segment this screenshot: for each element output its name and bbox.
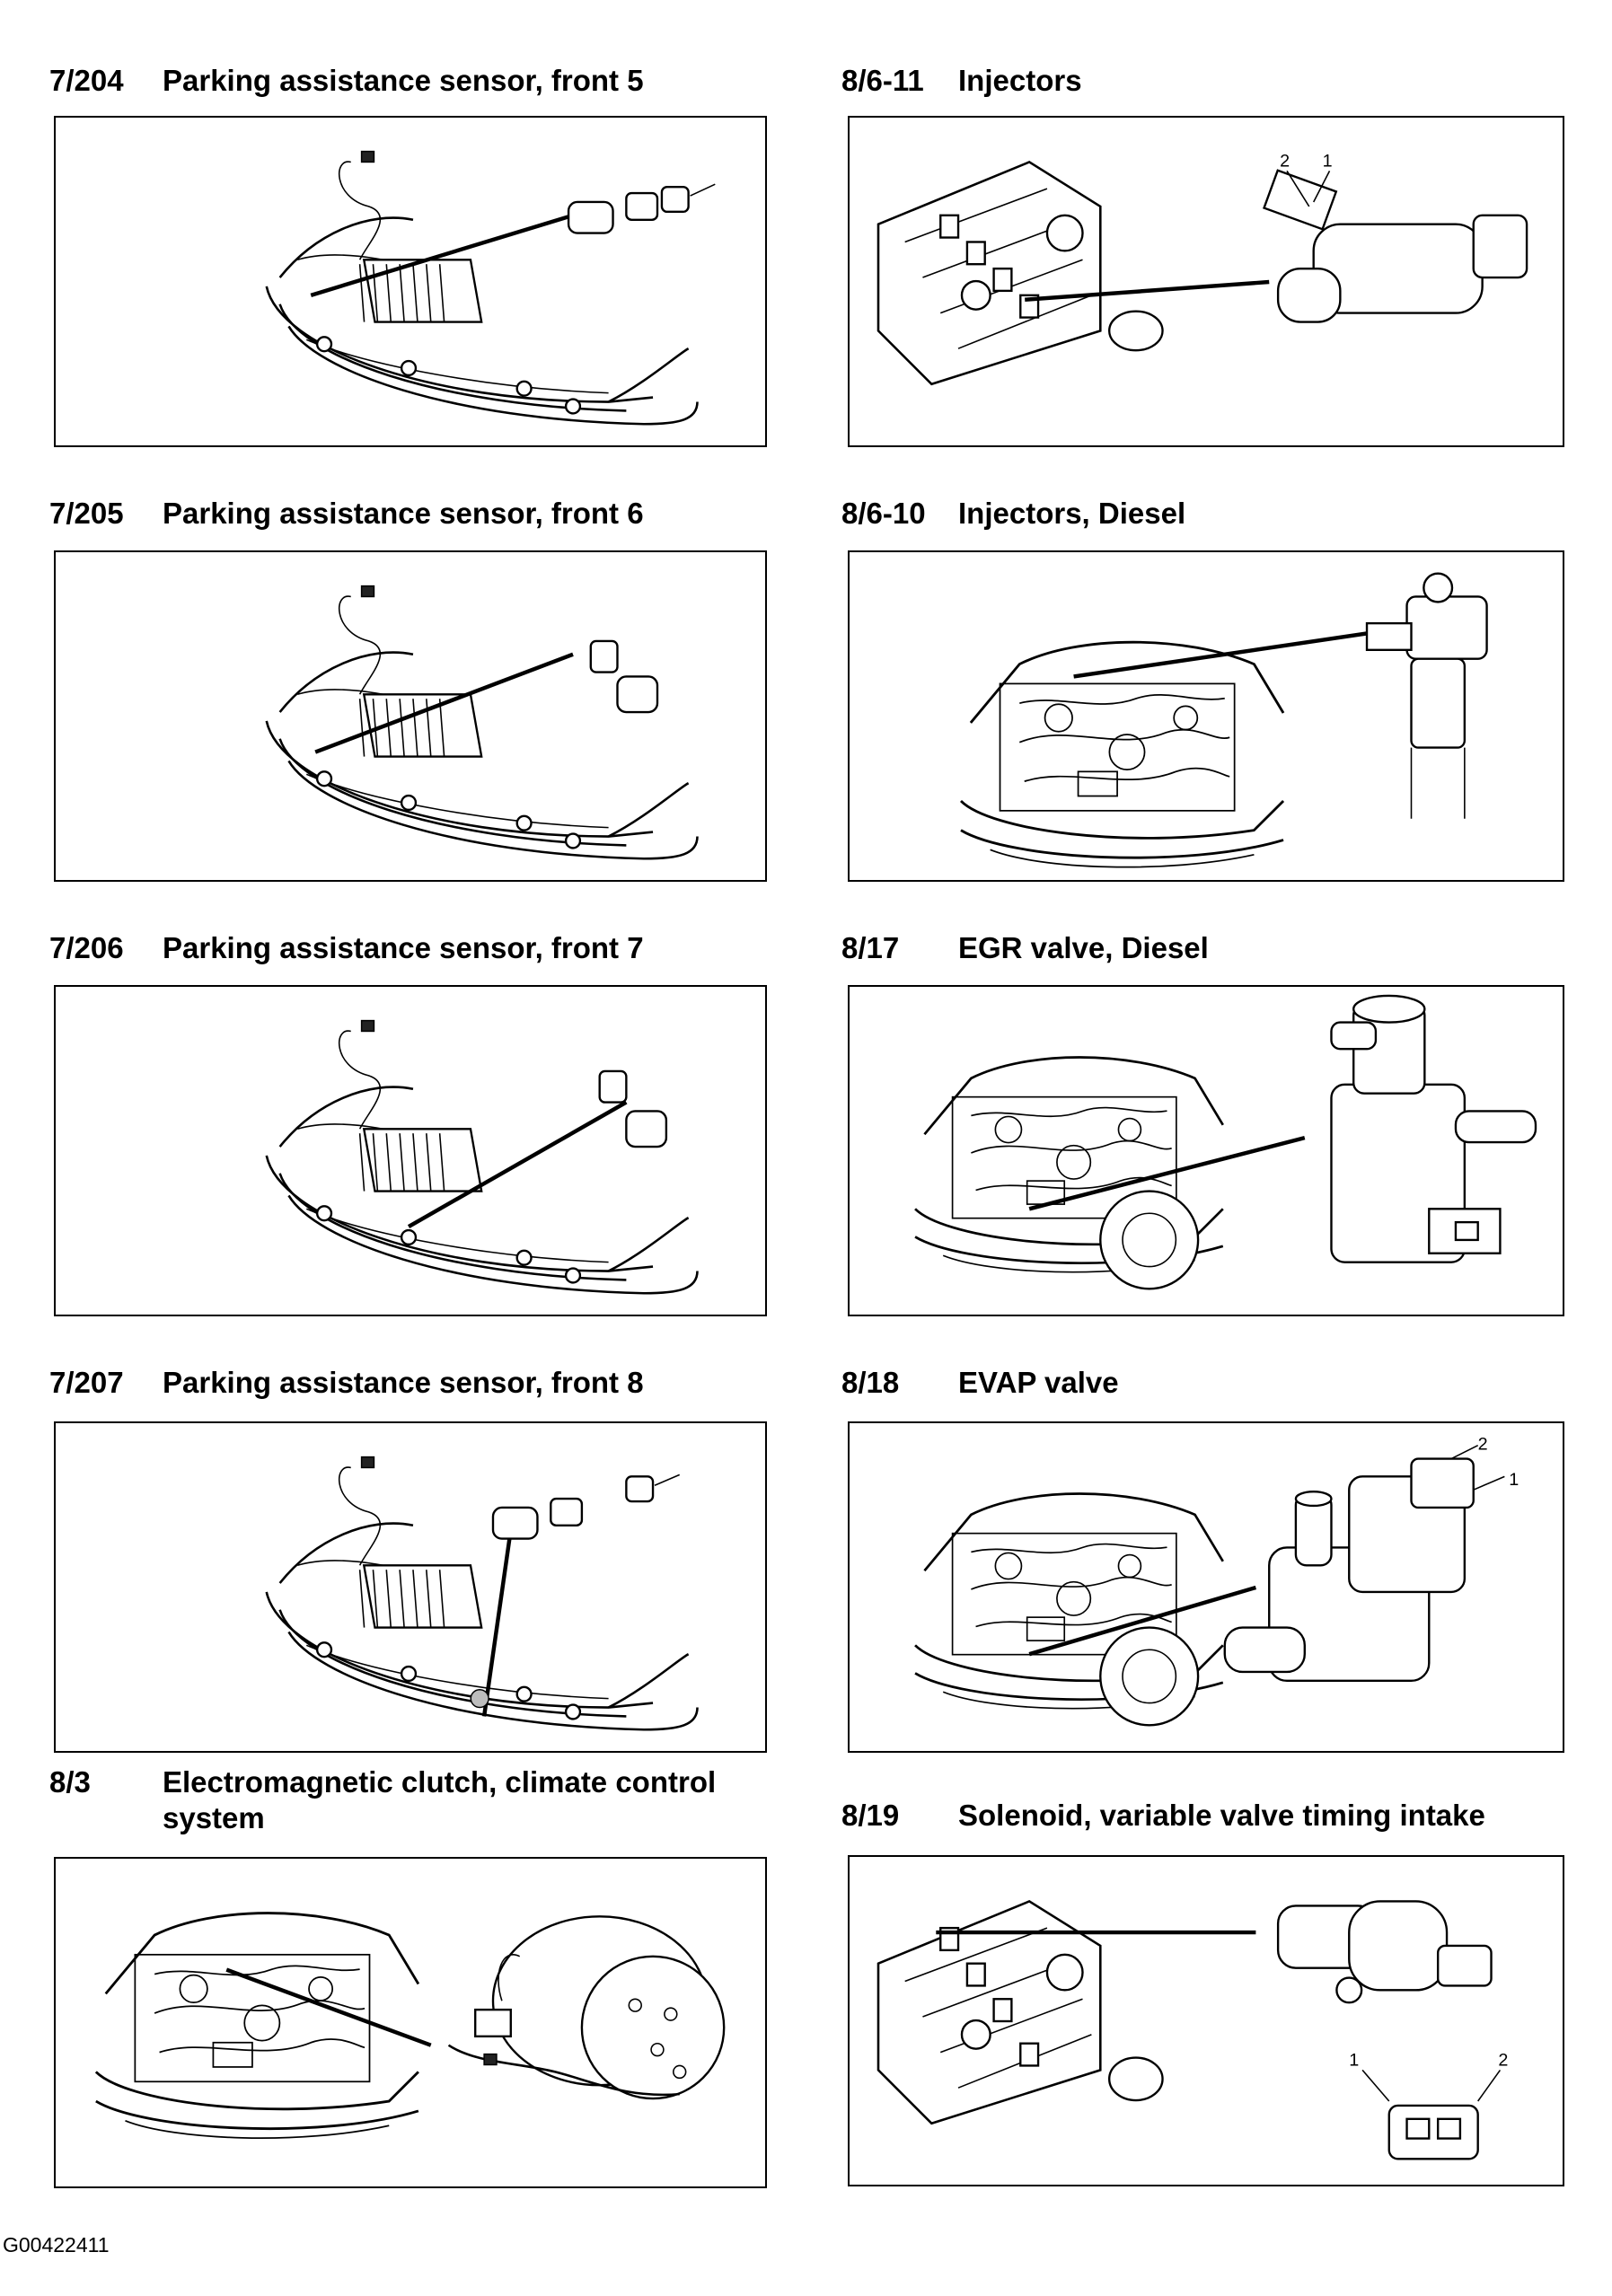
- diesel-injectors-illustration: [959, 572, 1488, 869]
- evap-valve-illustration: 2 1: [913, 1435, 1519, 1727]
- entry-code: 8/19: [841, 1799, 900, 1832]
- injectors-illustration: 2 1: [876, 151, 1528, 386]
- illustration-panel-8-17: [848, 985, 1564, 1316]
- illustration-panel-8-19: 1 2: [848, 1855, 1564, 2186]
- entry-title: Injectors: [958, 64, 1082, 97]
- entry-code: 7/205: [49, 497, 124, 530]
- illustration-panel-8-6-11: 2 1: [848, 116, 1564, 447]
- illustration-panel-8-18: 2 1: [848, 1421, 1564, 1753]
- entry-code: 8/3: [49, 1765, 91, 1799]
- evap-pin-1: 1: [1509, 1470, 1519, 1490]
- entry-title: EVAP valve: [958, 1366, 1119, 1399]
- bumper-sensor-8-illustration: [265, 1456, 699, 1731]
- illustration-panel-7-206: [54, 985, 767, 1316]
- entry-code: 8/6-10: [841, 497, 926, 530]
- entry-code: 7/206: [49, 931, 124, 964]
- entry-title: Injectors, Diesel: [958, 497, 1186, 530]
- entry-code: 8/6-11: [841, 64, 924, 97]
- climate-clutch-illustration: [94, 1912, 726, 2140]
- figure-reference-code: G00422411: [3, 2233, 110, 2256]
- entry-title: EGR valve, Diesel: [958, 931, 1209, 964]
- entry-title: Solenoid, variable valve timing intake: [958, 1799, 1485, 1832]
- entry-title: Parking assistance sensor, front 7: [163, 931, 644, 964]
- bumper-sensor-7-illustration: [265, 1019, 699, 1295]
- solenoid-pin-1: 1: [1349, 2050, 1359, 2070]
- evap-pin-2: 2: [1478, 1435, 1488, 1455]
- solenoid-pin-2: 2: [1498, 2050, 1508, 2070]
- injectors-pin-1: 1: [1323, 151, 1333, 171]
- solenoid-illustration: 1 2: [876, 1900, 1508, 2160]
- entry-code: 8/18: [841, 1366, 900, 1399]
- illustration-panel-8-6-10: [848, 550, 1564, 882]
- entry-code: 7/204: [49, 64, 124, 97]
- egr-valve-illustration: [913, 994, 1537, 1290]
- illustration-panel-8-3: [54, 1857, 767, 2188]
- entry-title: Parking assistance sensor, front 6: [163, 497, 644, 530]
- entry-title: Parking assistance sensor, front 8: [163, 1366, 644, 1399]
- illustration-panel-7-205: [54, 550, 767, 882]
- entry-code: 8/17: [841, 931, 900, 964]
- illustration-panel-7-204: [54, 116, 767, 447]
- entry-title: Parking assistance sensor, front 5: [163, 64, 644, 97]
- injectors-pin-2: 2: [1280, 151, 1290, 171]
- bumper-sensor-6-illustration: [265, 585, 699, 860]
- illustration-panel-7-207: [54, 1421, 767, 1753]
- bumper-sensor-5-illustration: [265, 150, 716, 426]
- entry-code: 7/207: [49, 1366, 124, 1399]
- entry-title: Electromagnetic clutch, climate control …: [163, 1765, 717, 1834]
